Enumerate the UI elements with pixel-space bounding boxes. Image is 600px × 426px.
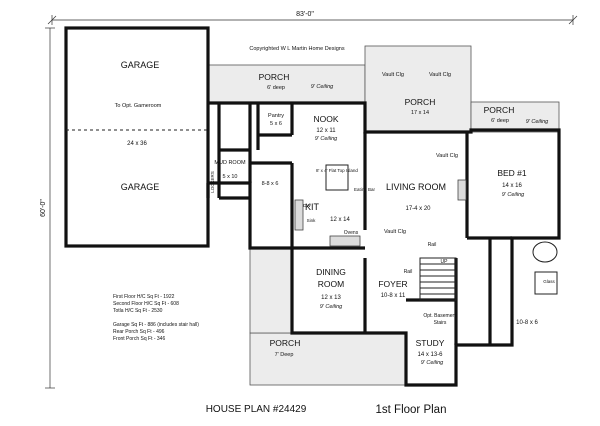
living-size: 17-4 x 20 — [405, 206, 431, 212]
dining-room-line: ROOM — [318, 279, 344, 289]
right-porch-area — [470, 101, 560, 133]
sink-label: Sink — [307, 218, 317, 223]
foyer-name: FOYER — [378, 279, 407, 289]
nook-ceiling: 9' Ceiling — [315, 136, 338, 142]
rear-porch-area — [207, 64, 366, 104]
stairs-up-label: UP — [441, 259, 449, 265]
kitchen-island — [325, 164, 349, 191]
center-porch-area — [364, 45, 472, 133]
dining-ceiling: 9' Ceiling — [320, 304, 343, 310]
front-porch-side-area — [249, 247, 293, 334]
sqft-note-line: Second Floor H/C Sq Ft - 608 — [113, 301, 179, 307]
garage-walls — [64, 26, 210, 248]
depth-dimension-label: 60'-0" — [40, 199, 47, 217]
foyer-rail-label: Rail — [404, 269, 413, 275]
rear-porch-name: PORCH — [259, 72, 290, 82]
porch-vault-2: Vault Clg — [429, 72, 451, 78]
center-porch-size: 17 x 14 — [411, 110, 429, 116]
nook-size: 12 x 11 — [316, 128, 336, 134]
sqft-note-line: Garage Sq Ft - 886 (includes stair hall) — [113, 322, 199, 328]
center-porch-name: PORCH — [405, 97, 436, 107]
foyer-size: 10-8 x 11 — [381, 293, 406, 299]
porch-vault-1: Vault Clg — [382, 72, 404, 78]
kitchen-counter — [294, 199, 304, 231]
glass-label: Glass — [543, 279, 555, 284]
front-porch-depth: 7' Deep — [275, 352, 294, 358]
study-size: 14 x 13-6 — [417, 352, 443, 358]
front-porch-area — [249, 332, 406, 386]
garage-bottom-label: GARAGE — [121, 182, 160, 192]
mud-room-size: 5 x 10 — [223, 174, 238, 180]
mud-room-name: MUD ROOM — [214, 160, 246, 166]
tub-fixture — [532, 241, 558, 263]
garage-top-label: GARAGE — [121, 60, 160, 70]
front-porch-name: PORCH — [270, 338, 301, 348]
pantry-size: 5 x 6 — [270, 121, 282, 127]
to-gameroom-label: To Opt. Gameroom — [115, 103, 162, 109]
basement-stairs-line2: Stairs — [434, 320, 447, 326]
rear-porch-depth: 6' deep — [267, 85, 285, 91]
right-porch-depth: 6' deep — [491, 118, 509, 124]
dining-name-line: DINING — [316, 267, 346, 277]
kitchen-size: 12 x 14 — [330, 217, 350, 223]
width-dimension-line — [47, 15, 578, 25]
living-vault-2: Vault Clg — [384, 229, 406, 235]
eating-bar-label: Eating Bar — [354, 187, 376, 192]
sqft-note-line: Totla H/C Sq Ft - 2530 — [113, 308, 163, 314]
stairs-graphic — [419, 257, 457, 301]
width-dimension-label: 83'-0" — [296, 11, 314, 18]
dining-size: 12 x 13 — [321, 295, 341, 301]
bed1-size: 14 x 16 — [502, 183, 522, 189]
right-porch-name: PORCH — [484, 105, 515, 115]
copyright-note: Copyrighted W L Martin Home Designs — [249, 46, 344, 52]
laundry-size: 8-8 x 6 — [262, 181, 279, 187]
ovens-label: Ovens — [344, 230, 359, 236]
right-porch-ceiling: 9' Ceiling — [526, 119, 549, 125]
ovens-counter — [329, 235, 361, 247]
main-house-walls — [208, 101, 561, 387]
sqft-notes: First Floor H/C Sq Ft - 1922 Second Floo… — [113, 294, 199, 342]
sqft-note-line: Rear Porch Sq Ft - 496 — [113, 329, 165, 335]
garage-size-label: 24 x 36 — [127, 141, 147, 147]
lockers-label: LOCKERS — [210, 171, 215, 193]
closet-size: 10-8 x 6 — [516, 320, 538, 326]
bed1-ceiling: 9' Ceiling — [502, 192, 525, 198]
plan-number: HOUSE PLAN #24429 — [206, 404, 307, 415]
island-label: 8' x 4' Flat Top Island — [316, 168, 358, 173]
depth-dimension-line — [45, 27, 55, 389]
floor-label: 1st Floor Plan — [376, 404, 447, 416]
kitchen-name: KIT — [305, 202, 320, 212]
rear-porch-ceiling: 9' Ceiling — [311, 84, 334, 90]
study-name: STUDY — [416, 338, 445, 348]
fireplace — [457, 179, 467, 201]
living-name: LIVING ROOM — [386, 182, 446, 192]
dw-label: DW — [303, 203, 311, 208]
bed1-name: BED #1 — [497, 168, 527, 178]
pantry-name: Pantry — [268, 113, 284, 119]
shower-fixture — [534, 271, 558, 295]
study-ceiling: 9' Ceiling — [421, 360, 444, 366]
sqft-note-line: First Floor H/C Sq Ft - 1922 — [113, 294, 175, 300]
living-rail-label: Rail — [428, 242, 437, 248]
living-vault-label: Vault Clg — [436, 153, 458, 159]
sqft-note-line: Front Porch Sq Ft - 346 — [113, 336, 165, 342]
nook-name: NOOK — [313, 114, 338, 124]
basement-stairs-line1: Opt. Basement — [423, 313, 457, 319]
